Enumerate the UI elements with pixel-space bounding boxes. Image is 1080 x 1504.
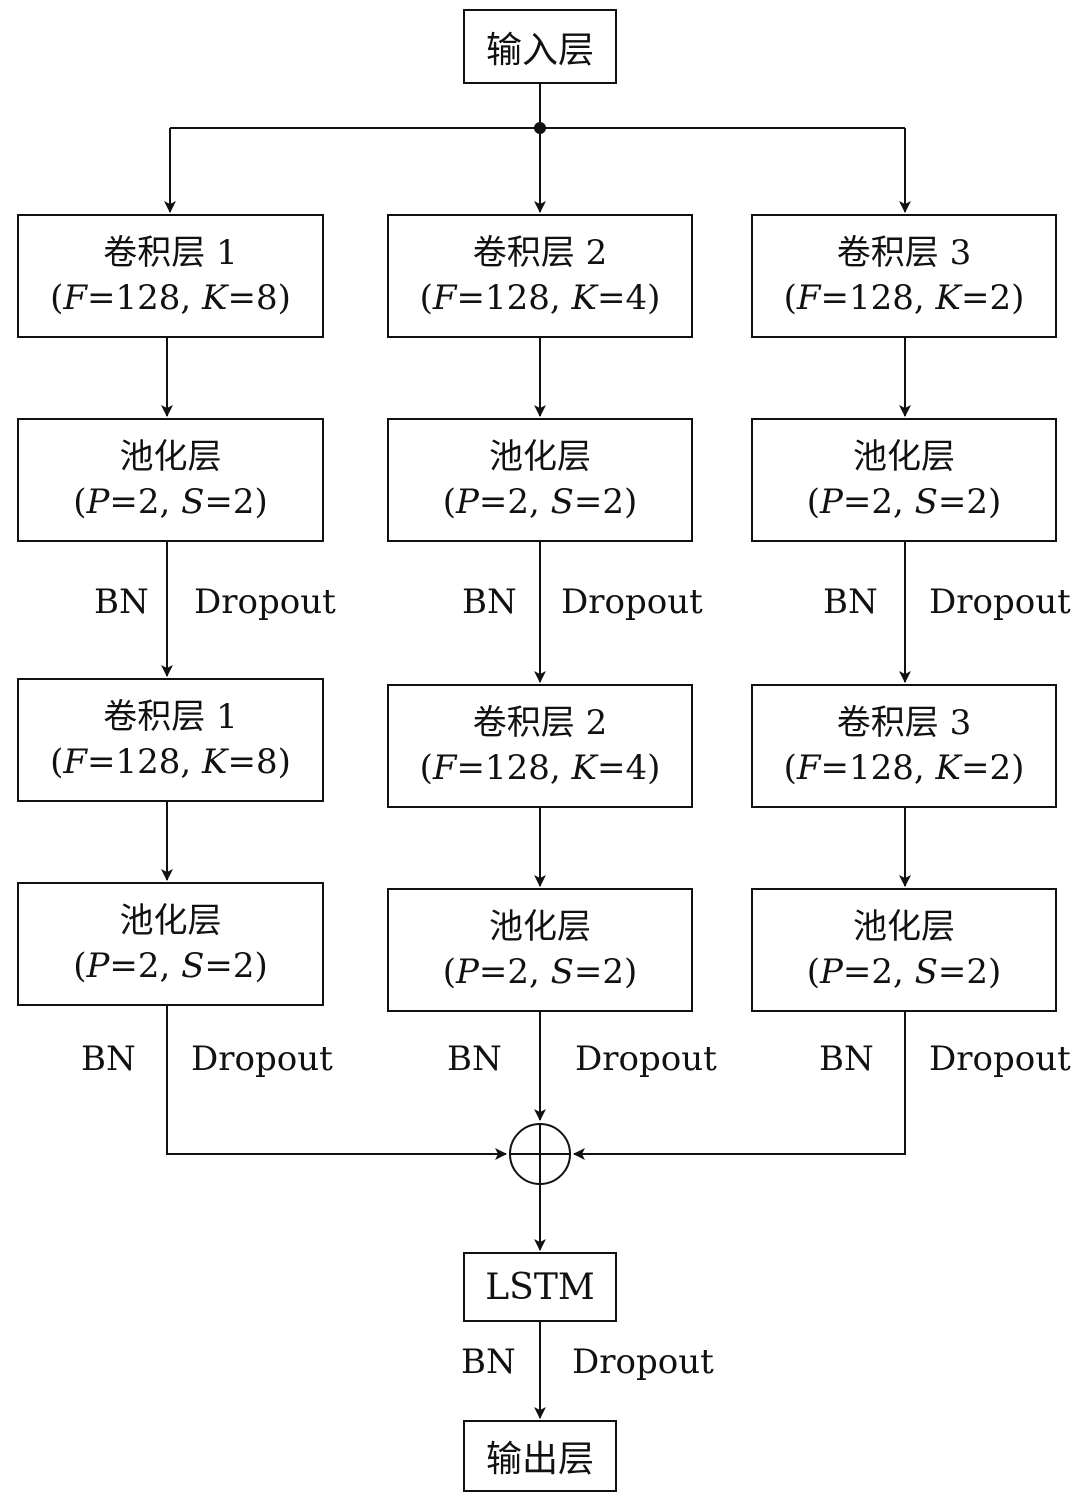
- pool-layer-1a-params: (P=2, S=2): [73, 482, 268, 522]
- edge-label-dropout: Dropout: [194, 582, 336, 622]
- lstm-layer-label: LSTM: [485, 1266, 595, 1308]
- pool-layer-3a-params: (P=2, S=2): [806, 482, 1002, 522]
- output-layer-label: 输出层: [485, 1439, 594, 1480]
- pool-layer-2b-box: 池化层 (P=2, S=2): [387, 888, 693, 1012]
- edge-label-bn: BN: [462, 582, 517, 622]
- pool-layer-1b-params: (P=2, S=2): [73, 946, 268, 986]
- conv-layer-3b-title: 卷积层 3: [836, 703, 972, 743]
- edge-label-dropout: Dropout: [929, 582, 1071, 622]
- edge-label-bn: BN: [461, 1342, 516, 1382]
- conv-layer-2b-title: 卷积层 2: [472, 703, 608, 743]
- edge-label-dropout: Dropout: [572, 1342, 714, 1382]
- conv-layer-1a-box: 卷积层 1 (F=128, K=8): [17, 214, 324, 338]
- conv-layer-2b-box: 卷积层 2 (F=128, K=4): [387, 684, 693, 808]
- edge-label-bn: BN: [81, 1039, 136, 1079]
- pool-layer-2a-params: (P=2, S=2): [442, 482, 638, 522]
- edge-label-bn: BN: [447, 1039, 502, 1079]
- pool-layer-1b-box: 池化层 (P=2, S=2): [17, 882, 324, 1006]
- edge-c1-merge: [166, 1006, 507, 1160]
- pool-layer-3b-title: 池化层: [853, 907, 955, 947]
- conv-layer-1b-box: 卷积层 1 (F=128, K=8): [17, 678, 324, 802]
- edge-c3-merge: [573, 1012, 906, 1160]
- pool-layer-2a-box: 池化层 (P=2, S=2): [387, 418, 693, 542]
- edge-label-bn: BN: [94, 582, 149, 622]
- conv-layer-2a-title: 卷积层 2: [472, 233, 608, 273]
- conv-layer-3a-params: (F=128, K=2): [783, 278, 1025, 318]
- pool-layer-2a-title: 池化层: [489, 437, 591, 477]
- pool-layer-1a-title: 池化层: [119, 437, 222, 477]
- conv-layer-1a-title: 卷积层 1: [103, 233, 238, 273]
- edge-label-dropout: Dropout: [191, 1039, 333, 1079]
- edge-label-dropout: Dropout: [929, 1039, 1071, 1079]
- conv-layer-2a-box: 卷积层 2 (F=128, K=4): [387, 214, 693, 338]
- edge-label-dropout: Dropout: [575, 1039, 717, 1079]
- edge-label-bn: BN: [819, 1039, 874, 1079]
- split-junction: [534, 122, 546, 134]
- output-layer-box: 输出层: [463, 1420, 617, 1492]
- pool-layer-3a-box: 池化层 (P=2, S=2): [751, 418, 1057, 542]
- edge-label-dropout: Dropout: [561, 582, 703, 622]
- conv-layer-3b-box: 卷积层 3 (F=128, K=2): [751, 684, 1057, 808]
- conv-layer-1b-params: (F=128, K=8): [50, 742, 291, 782]
- conv-layer-3a-box: 卷积层 3 (F=128, K=2): [751, 214, 1057, 338]
- conv-layer-2b-params: (F=128, K=4): [419, 748, 661, 788]
- edge-label-bn: BN: [823, 582, 878, 622]
- conv-layer-1b-title: 卷积层 1: [103, 697, 238, 737]
- lstm-layer-box: LSTM: [463, 1252, 617, 1322]
- conv-layer-3a-title: 卷积层 3: [836, 233, 972, 273]
- pool-layer-3a-title: 池化层: [853, 437, 955, 477]
- pool-layer-3b-params: (P=2, S=2): [806, 952, 1002, 992]
- pool-layer-1a-box: 池化层 (P=2, S=2): [17, 418, 324, 542]
- input-layer-label: 输入层: [485, 29, 594, 71]
- pool-layer-3b-box: 池化层 (P=2, S=2): [751, 888, 1057, 1012]
- conv-layer-3b-params: (F=128, K=2): [783, 748, 1025, 788]
- input-layer-box: 输入层: [463, 9, 617, 84]
- conv-layer-1a-params: (F=128, K=8): [50, 278, 291, 318]
- conv-layer-2a-params: (F=128, K=4): [419, 278, 661, 318]
- pool-layer-2b-title: 池化层: [489, 907, 591, 947]
- pool-layer-2b-params: (P=2, S=2): [442, 952, 638, 992]
- pool-layer-1b-title: 池化层: [119, 901, 222, 941]
